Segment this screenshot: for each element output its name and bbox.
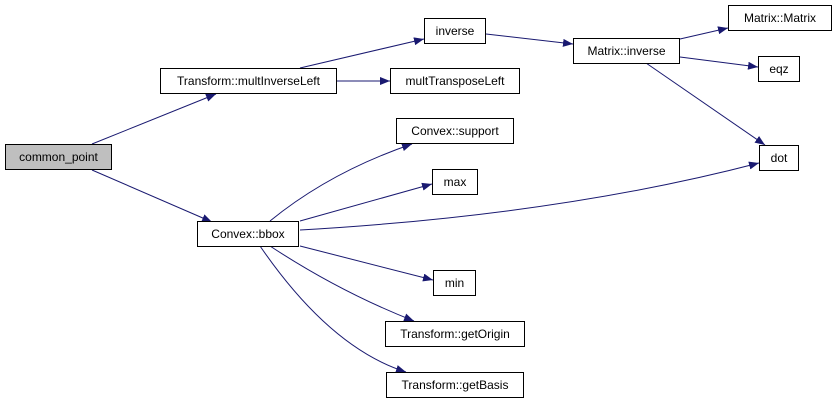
- node-matrix-inverse[interactable]: Matrix::inverse: [573, 38, 680, 64]
- edge-common_point-convex_bbox: [91, 169, 213, 223]
- edge-convex_bbox-min: [299, 245, 434, 282]
- edge-convex_bbox-dot: [299, 161, 760, 231]
- edge-matrix_inverse-matrix_matrix: [679, 26, 729, 40]
- node-matrix-matrix[interactable]: Matrix::Matrix: [728, 5, 832, 31]
- edge-common_point-mult_inverse_left: [91, 93, 217, 145]
- node-convex-support[interactable]: Convex::support: [396, 118, 514, 144]
- node-transform-get-basis[interactable]: Transform::getBasis: [386, 372, 524, 398]
- node-mult-transpose-left[interactable]: multTransposeLeft: [390, 68, 520, 94]
- edge-convex_bbox-get_origin: [269, 245, 415, 322]
- node-dot[interactable]: dot: [759, 145, 799, 171]
- edge-mult_inverse_left-inverse: [299, 37, 425, 69]
- edge-convex_bbox-convex_support: [269, 143, 413, 222]
- node-common-point: common_point: [5, 144, 112, 170]
- node-max[interactable]: max: [432, 169, 478, 195]
- node-eqz[interactable]: eqz: [758, 56, 800, 82]
- node-min[interactable]: min: [433, 270, 476, 296]
- node-transform-get-origin[interactable]: Transform::getOrigin: [385, 321, 525, 347]
- edge-convex_bbox-get_basis: [259, 245, 407, 373]
- edge-matrix_inverse-dot: [645, 62, 766, 146]
- edge-inverse-matrix_inverse: [485, 33, 574, 47]
- edge-convex_bbox-max: [299, 182, 433, 222]
- edge-matrix_inverse-eqz: [679, 56, 759, 70]
- node-inverse[interactable]: inverse: [424, 18, 486, 44]
- node-convex-bbox[interactable]: Convex::bbox: [197, 221, 299, 247]
- node-transform-mult-inverse-left[interactable]: Transform::multInverseLeft: [160, 68, 337, 94]
